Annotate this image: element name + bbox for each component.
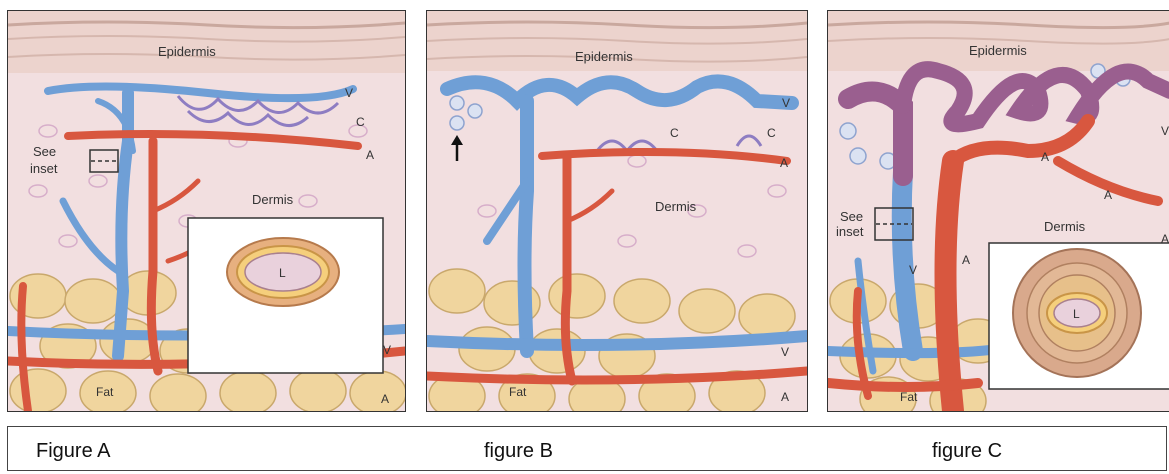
- label-epidermis: Epidermis: [575, 49, 633, 64]
- label-vein-top: V: [1161, 124, 1169, 138]
- label-see: See: [33, 144, 56, 159]
- label-see: See: [840, 209, 863, 224]
- label-vein: V: [782, 96, 790, 110]
- label-capillary: C: [356, 115, 365, 129]
- label-inset: inset: [836, 224, 864, 239]
- label-artery-right: A: [1104, 188, 1112, 202]
- label-artery-right-2: A: [1161, 232, 1169, 246]
- skin-diagram-a: Epidermis Dermis Fat See inset V C A V A…: [8, 11, 405, 411]
- panel-figure-b: Epidermis Dermis Fat V C C A V A: [426, 10, 808, 412]
- label-epidermis: Epidermis: [158, 44, 216, 59]
- label-vein: V: [345, 86, 353, 100]
- caption-figure-c: figure C: [932, 440, 1002, 463]
- label-vein-deep: V: [781, 345, 789, 359]
- label-inset: inset: [30, 161, 58, 176]
- label-lumen: L: [279, 266, 286, 280]
- label-lumen: L: [1073, 307, 1080, 321]
- caption-bar: Figure A figure B figure C: [7, 426, 1167, 471]
- label-artery-vessel: A: [962, 253, 970, 267]
- label-artery-mid: A: [1041, 150, 1049, 164]
- label-vein-deep: V: [383, 343, 391, 357]
- label-artery-deep: A: [381, 392, 389, 406]
- epidermis-layer: [8, 11, 405, 73]
- skin-diagram-b: Epidermis Dermis Fat V C C A V A: [427, 11, 807, 411]
- label-vein-vessel: V: [909, 263, 917, 277]
- skin-diagram-c: Epidermis Dermis Fat See inset V A A A V…: [828, 11, 1169, 411]
- label-dermis: Dermis: [252, 192, 294, 207]
- label-epidermis: Epidermis: [969, 43, 1027, 58]
- label-dermis: Dermis: [1044, 219, 1086, 234]
- epidermis-layer: [828, 11, 1169, 71]
- label-artery: A: [366, 148, 374, 162]
- label-fat: Fat: [509, 385, 527, 399]
- inset-box: [188, 218, 383, 373]
- label-capillary-2: C: [767, 126, 776, 140]
- label-fat: Fat: [900, 390, 918, 404]
- label-artery-deep: A: [781, 390, 789, 404]
- panel-figure-c: Epidermis Dermis Fat See inset V A A A V…: [827, 10, 1169, 412]
- label-fat: Fat: [96, 385, 114, 399]
- caption-figure-a: Figure A: [36, 440, 110, 463]
- panel-figure-a: Epidermis Dermis Fat See inset V C A V A…: [7, 10, 406, 412]
- caption-figure-b: figure B: [484, 440, 553, 463]
- label-dermis: Dermis: [655, 199, 697, 214]
- label-artery: A: [780, 156, 788, 170]
- label-capillary-1: C: [670, 126, 679, 140]
